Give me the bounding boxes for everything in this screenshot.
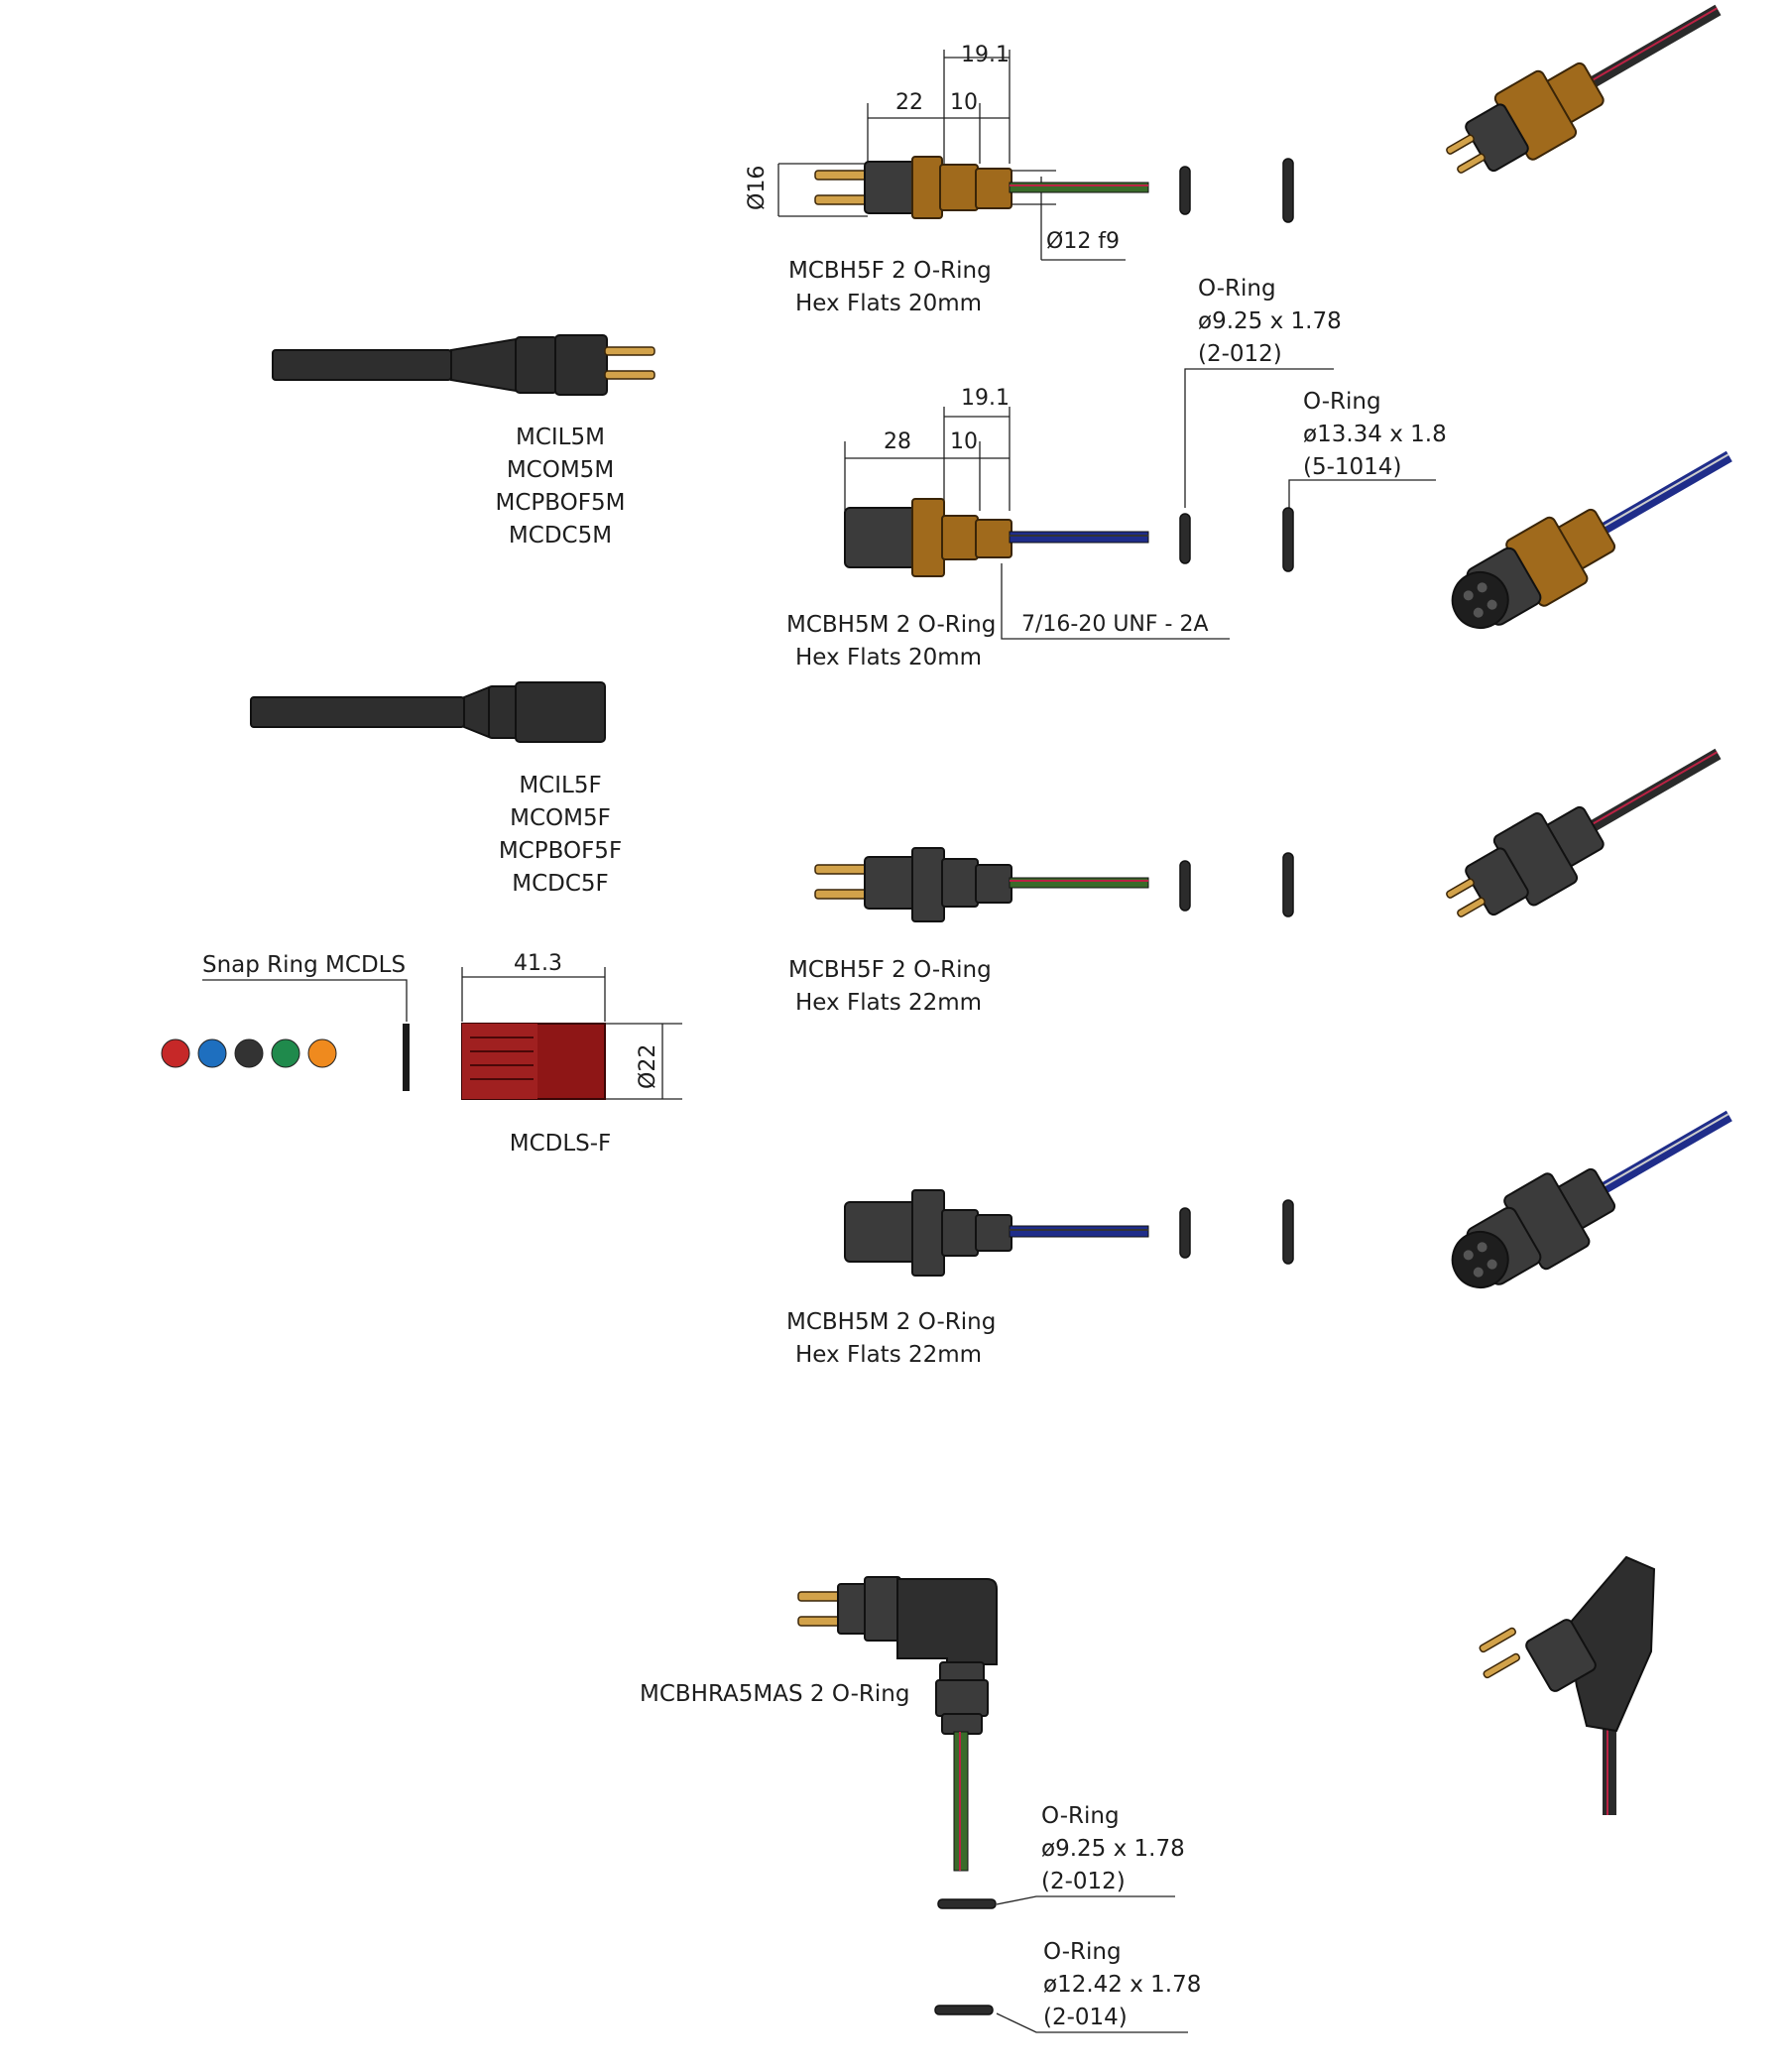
dim2-19-1: 19.1 [961, 386, 1010, 411]
oring-c-line2: ø9.25 x 1.78 [1041, 1836, 1185, 1862]
snap-ring-label: Snap Ring MCDLS [202, 952, 406, 978]
oring-annotation-c: O-Ring ø9.25 x 1.78 (2-012) [937, 1803, 1185, 1909]
oring-d-line1: O-Ring [1043, 1939, 1122, 1965]
dim-10: 10 [950, 90, 978, 115]
inline-female-l2: MCOM5F [510, 805, 611, 831]
label-hex-20-second: Hex Flats 20mm [795, 645, 982, 670]
inline-male-l4: MCDC5M [509, 523, 612, 548]
oring-d-line2: ø12.42 x 1.78 [1043, 1972, 1201, 1998]
label-hex-22-fourth: Hex Flats 22mm [795, 1342, 982, 1368]
oring-annotation-b: O-Ring ø13.34 x 1.8 (5-1014) [1288, 389, 1447, 508]
dim2-10: 10 [950, 429, 978, 454]
inline-female-l1: MCIL5F [519, 773, 601, 798]
dim-22: 22 [895, 90, 923, 115]
label-mcbh5f-20: MCBH5F 2 O-Ring [788, 258, 992, 284]
connector-mcbhra5mas: MCBHRA5MAS 2 O-Ring [640, 1576, 998, 1872]
oring-c-line3: (2-012) [1041, 1869, 1126, 1894]
oring-d-line3: (2-014) [1043, 2005, 1128, 2030]
snap-ring-swatch-blue [197, 1038, 227, 1068]
oring-b-line2: ø13.34 x 1.8 [1303, 422, 1447, 447]
dim-28: 28 [884, 429, 911, 454]
dim-unf-thread: 7/16-20 UNF - 2A [1021, 612, 1209, 637]
inline-male-l2: MCOM5M [507, 457, 614, 483]
dim-diam16: Ø16 [745, 166, 770, 210]
label-mcbh5m-22: MCBH5M 2 O-Ring [786, 1309, 996, 1335]
snap-ring-swatch-green [271, 1038, 300, 1068]
oring-annotation-d: O-Ring ø12.42 x 1.78 (2-014) [934, 1939, 1201, 2033]
dim-diam22: Ø22 [636, 1044, 660, 1089]
connector-mcbh5m-20mm: 19.1 28 10 7/16-20 UNF - 2A MCBH5M 2 O-R… [786, 386, 1294, 670]
oring-b-line3: (5-1014) [1303, 454, 1401, 480]
snap-ring-swatch-red [161, 1038, 190, 1068]
dim-thread-12f9: Ø12 f9 [1046, 229, 1120, 254]
iso-mcbh5f-20mm [1446, 4, 1722, 174]
inline-male-cable: MCIL5M MCOM5M MCPBOF5M MCDC5M [272, 334, 655, 548]
label-mcbhra5mas: MCBHRA5MAS 2 O-Ring [640, 1681, 909, 1707]
label-mcbh5m-20: MCBH5M 2 O-Ring [786, 612, 996, 638]
connector-mcbh5f-20mm: 19.1 22 10 Ø16 Ø12 f9 MCBH5F 2 O-Ring He… [745, 43, 1294, 316]
iso-mcbh5f-22mm [1446, 748, 1722, 917]
locking-sleeve: 41.3 Ø22 MCDLS-F [461, 951, 682, 1157]
oring-a-line2: ø9.25 x 1.78 [1198, 308, 1342, 334]
inline-female-l3: MCPBOF5F [499, 838, 622, 864]
label-hex-22-third: Hex Flats 22mm [795, 990, 982, 1016]
inline-male-l1: MCIL5M [516, 425, 605, 450]
inline-male-l3: MCPBOF5M [496, 490, 626, 516]
sleeve-label: MCDLS-F [510, 1131, 612, 1157]
oring-annotation-a: O-Ring ø9.25 x 1.78 (2-012) [1184, 276, 1342, 508]
inline-female-l4: MCDC5F [512, 871, 609, 897]
oring-a-line3: (2-012) [1198, 341, 1282, 367]
oring-c-line1: O-Ring [1041, 1803, 1120, 1829]
oring-b-line1: O-Ring [1303, 389, 1381, 415]
snap-ring-swatch-black [234, 1038, 264, 1068]
dim-19-1: 19.1 [961, 43, 1010, 67]
iso-mcbh5m-20mm [1451, 450, 1732, 629]
snap-ring-swatch-orange [307, 1038, 337, 1068]
iso-mcbhra5mas [1479, 1555, 1656, 1815]
snap-ring-group: Snap Ring MCDLS [161, 952, 410, 1091]
connector-mcbh5f-22mm: MCBH5F 2 O-Ring Hex Flats 22mm [788, 847, 1294, 1016]
connector-mcbh5m-22mm: MCBH5M 2 O-Ring Hex Flats 22mm [786, 1189, 1294, 1368]
dim-41-3: 41.3 [514, 951, 562, 976]
inline-female-cable: MCIL5F MCOM5F MCPBOF5F MCDC5F [250, 681, 622, 897]
label-hex-20-top: Hex Flats 20mm [795, 291, 982, 316]
oring-a-line1: O-Ring [1198, 276, 1276, 302]
label-mcbh5f-22: MCBH5F 2 O-Ring [788, 957, 992, 983]
iso-mcbh5m-22mm [1451, 1110, 1732, 1288]
